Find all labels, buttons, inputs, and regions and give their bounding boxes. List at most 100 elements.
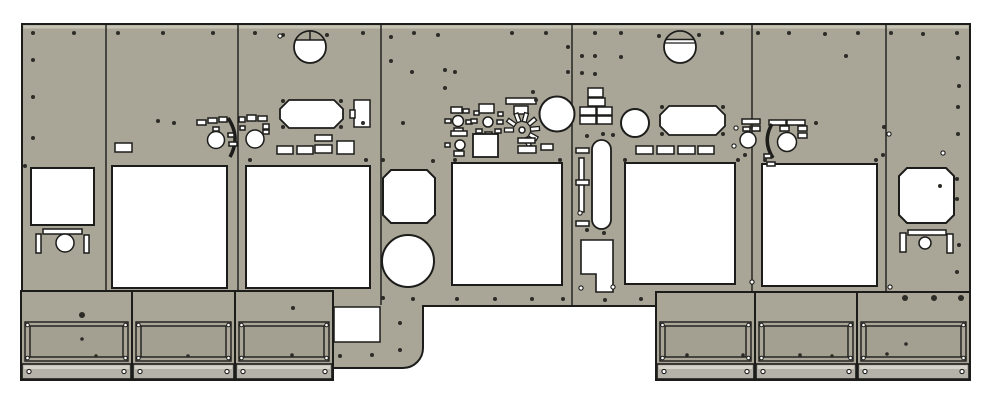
rivet-hole	[756, 31, 760, 35]
switch-slot	[296, 145, 314, 155]
screw-hole	[277, 33, 283, 39]
rotary-switch-hole	[482, 116, 494, 128]
switch-slot	[262, 129, 270, 135]
recess-inner-panel	[29, 325, 124, 358]
ignition-spoke	[503, 127, 515, 133]
rivet-hole	[660, 132, 664, 136]
frame-screw-hole	[861, 355, 866, 361]
rivet-hole	[72, 31, 76, 35]
display-cutout-left-b	[245, 165, 371, 289]
recess-inner-panel	[865, 325, 962, 358]
rivet-hole	[741, 353, 745, 357]
rivet-hole	[721, 132, 725, 136]
rivet-hole	[955, 177, 959, 181]
rivet-hole	[881, 153, 885, 157]
toggle-switch-hole	[451, 114, 465, 128]
rivet-hole	[874, 158, 878, 162]
switch-slot	[656, 145, 675, 155]
rail-screw-hole	[846, 368, 852, 375]
rail-screw-hole	[121, 368, 127, 375]
rail-screw-hole	[240, 368, 246, 375]
rivet-hole	[31, 31, 35, 35]
switch-slot	[473, 110, 480, 116]
frame-screw-hole	[848, 355, 853, 361]
rivet-hole	[657, 34, 661, 38]
switch-slot	[741, 118, 761, 125]
rivet-hole	[603, 298, 607, 302]
switch-slot	[497, 111, 504, 117]
frame-screw-hole	[239, 322, 244, 328]
rivet-hole	[381, 296, 385, 300]
frame-screw-hole	[123, 355, 128, 361]
rivet-hole	[398, 321, 402, 325]
display-cutout-center-left	[451, 162, 563, 286]
rivet-hole	[593, 72, 597, 76]
frame-screw-hole	[961, 355, 966, 361]
recess-inner-panel	[243, 325, 325, 358]
switch-slot	[540, 143, 554, 151]
rivet-hole	[411, 297, 415, 301]
rivet-hole	[339, 99, 343, 103]
screw-hole	[749, 279, 755, 285]
rivet-hole	[955, 31, 959, 35]
rivet-hole	[749, 125, 753, 129]
notched-rect-cutout	[580, 239, 614, 293]
bracket-nub	[349, 109, 356, 119]
rivet-hole	[534, 98, 538, 102]
rivet-hole	[211, 31, 215, 35]
switch-slot	[496, 119, 504, 125]
switch-slot	[453, 150, 465, 157]
frame-screw-hole	[136, 322, 141, 328]
switch-slot	[779, 125, 790, 132]
right-end-round-hole	[918, 236, 932, 250]
display-cutout-right	[761, 163, 878, 287]
mid-round-gauge-cutout	[381, 234, 435, 288]
switch-slot	[470, 118, 478, 124]
switch-slot	[114, 142, 133, 153]
breaker-slot	[579, 106, 597, 116]
rivet-hole	[580, 71, 584, 75]
breaker-label-slot	[505, 97, 537, 105]
switch-slot	[766, 161, 776, 167]
rivet-hole	[697, 33, 701, 37]
breaker-slot	[513, 105, 529, 115]
switch-slot	[697, 145, 715, 155]
frame-screw-hole	[660, 355, 665, 361]
switch-slot	[314, 134, 333, 142]
rivet-hole	[902, 295, 908, 301]
rivet-hole	[957, 243, 961, 247]
rivet-hole	[339, 125, 343, 129]
ignition-center-hole	[518, 126, 526, 134]
right-end-vslot-b	[946, 233, 954, 254]
switch-slot	[444, 118, 452, 124]
switch-slot	[751, 125, 761, 132]
rivet-hole	[80, 337, 84, 341]
rivet-hole	[558, 158, 562, 162]
rivet-hole	[455, 297, 459, 301]
breaker-slot	[596, 115, 613, 125]
screw-hole	[940, 150, 946, 156]
recess-inner-panel	[763, 325, 849, 358]
rivet-hole	[561, 297, 565, 301]
switch-slot	[517, 137, 536, 144]
rivet-hole	[172, 121, 176, 125]
annunciator-octagon-left	[279, 99, 344, 129]
left-end-square-cutout	[30, 167, 95, 226]
rivet-hole	[389, 59, 393, 63]
switch-slot	[763, 153, 772, 159]
switch-slot	[238, 116, 246, 123]
rivet-hole	[253, 31, 257, 35]
rivet-hole	[79, 312, 85, 318]
rivet-hole	[566, 70, 570, 74]
rivet-hole	[156, 119, 160, 123]
trim-tick-slot	[575, 147, 590, 154]
rivet-hole	[955, 270, 959, 274]
rivet-hole	[611, 133, 615, 137]
switch-slot	[207, 117, 218, 124]
switch-slot	[257, 115, 268, 122]
breaker-slot	[579, 115, 597, 125]
rivet-hole	[361, 121, 365, 125]
rivet-hole	[325, 33, 329, 37]
rivet-hole	[814, 121, 818, 125]
